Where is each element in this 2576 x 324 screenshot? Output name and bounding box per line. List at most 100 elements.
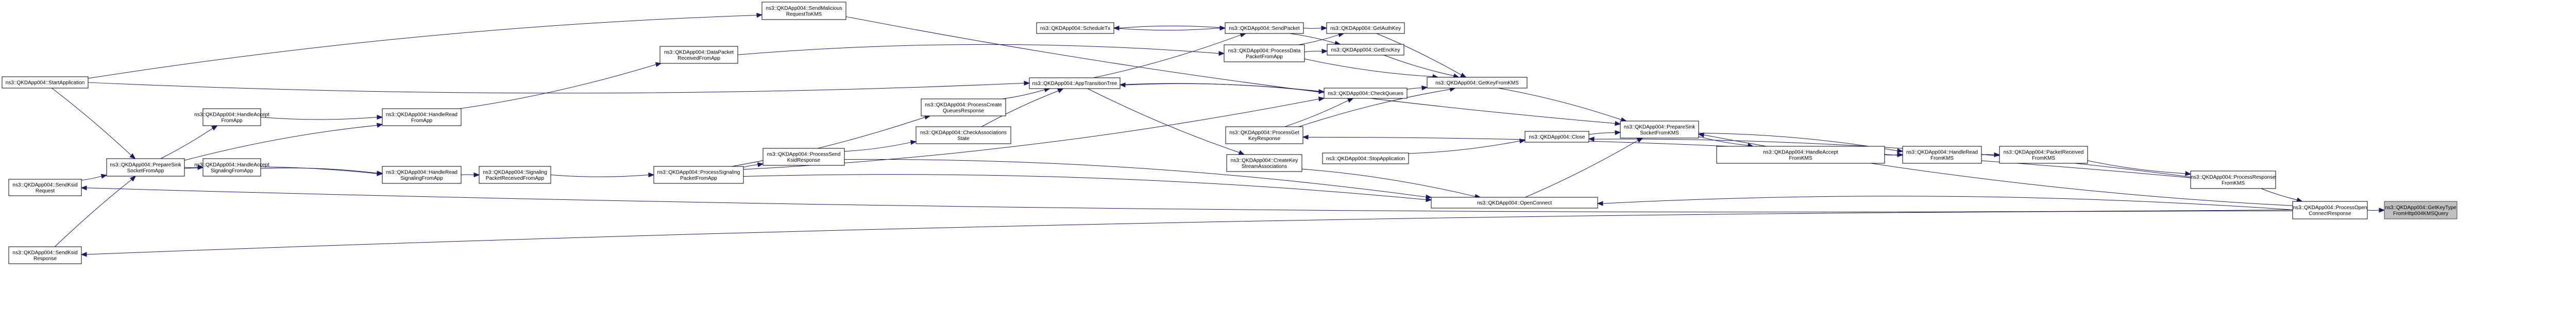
node-label: ns3::QKDApp004::PacketReceived bbox=[2004, 149, 2084, 155]
node-label: ns3::QKDApp004::Signaling bbox=[483, 169, 547, 175]
arrowhead-icon bbox=[655, 62, 662, 67]
edge-line bbox=[743, 174, 1427, 200]
node-label: ns3::QKDApp004::HandleAccept bbox=[1763, 149, 1838, 155]
arrowhead-icon bbox=[197, 165, 204, 170]
node-create-key-stream-associations[interactable]: ns3::QKDApp004::CreateKeyStreamAssociati… bbox=[1226, 154, 1302, 172]
node-label: ns3::QKDApp004::CheckAssociations bbox=[920, 130, 1007, 135]
edge-app-transition-tree-to-create-key-stream-associations bbox=[1087, 88, 1245, 155]
node-process-signaling-packet-from-app[interactable]: ns3::QKDApp004::ProcessSignalingPacketFr… bbox=[653, 166, 744, 184]
edge-line bbox=[1408, 141, 1520, 154]
node-label: ns3::QKDApp004::ProcessOpen bbox=[2293, 205, 2367, 211]
node-box bbox=[1029, 77, 1121, 89]
node-label: ns3::QKDApp004::HandleAccept bbox=[194, 162, 269, 168]
node-schedule-tx[interactable]: ns3::QKDApp004::ScheduleTx bbox=[1036, 22, 1114, 34]
edge-line bbox=[1118, 25, 1226, 28]
edge-check-queues-to-get-key-from-kms bbox=[1406, 85, 1428, 91]
node-label: ns3::QKDApp004::HandleAccept bbox=[194, 112, 269, 117]
node-box bbox=[1326, 22, 1405, 34]
edge-process-open-connect-response-to-send-ksid-request bbox=[80, 185, 2293, 213]
node-label: Response bbox=[33, 256, 57, 262]
edge-line bbox=[1376, 33, 1462, 76]
edge-create-key-stream-associations-to-open-connect bbox=[1301, 168, 1481, 199]
edge-line bbox=[1120, 83, 1319, 92]
arrowhead-icon bbox=[1321, 48, 1328, 54]
node-label: RequestToKMS bbox=[786, 11, 822, 17]
node-box bbox=[8, 246, 82, 264]
edge-schedule-tx-to-send-packet bbox=[1113, 25, 1226, 31]
node-label: ns3::QKDApp004::ProcessResponse bbox=[2191, 175, 2276, 180]
node-handle-accept-signaling-from-app[interactable]: ns3::QKDApp004::HandleAcceptSignalingFro… bbox=[194, 158, 269, 177]
edge-line bbox=[1304, 50, 1323, 53]
node-start-application[interactable]: ns3::QKDApp004::StartApplication bbox=[2, 76, 89, 89]
arrowhead-icon bbox=[473, 172, 480, 178]
edge-process-send-ksid-response-to-open-connect bbox=[844, 159, 1432, 200]
node-label: ns3::QKDApp004::CreateKey bbox=[1231, 158, 1298, 163]
edge-line bbox=[844, 159, 1427, 197]
edge-line bbox=[459, 64, 656, 109]
node-label: FromKMS bbox=[2032, 156, 2055, 161]
node-data-packet-received-from-app[interactable]: ns3::QKDApp004::DataPacketReceivedFromAp… bbox=[659, 46, 738, 64]
arrowhead-icon bbox=[80, 185, 87, 191]
node-app-transition-tree[interactable]: ns3::QKDApp004::AppTransitionTree bbox=[1029, 77, 1121, 89]
node-handle-read-signaling-from-app[interactable]: ns3::QKDApp004::HandleReadSignalingFromA… bbox=[382, 166, 462, 184]
node-send-packet[interactable]: ns3::QKDApp004::SendPacket bbox=[1225, 22, 1304, 34]
node-box bbox=[1327, 44, 1404, 56]
node-process-create-queues-response[interactable]: ns3::QKDApp004::ProcessCreateQueuesRespo… bbox=[921, 98, 1006, 116]
node-box bbox=[1716, 146, 1885, 164]
node-get-key-from-kms[interactable]: ns3::QKDApp004::GetKeyFromKMS bbox=[1427, 77, 1528, 89]
edge-send-packet-to-get-auth-key bbox=[1303, 25, 1328, 31]
edge-line bbox=[184, 125, 378, 161]
node-label: QueuesResponse bbox=[943, 108, 984, 114]
node-box bbox=[2384, 201, 2458, 219]
edge-line bbox=[160, 128, 213, 159]
arrowhead-icon bbox=[1057, 88, 1064, 93]
node-label: ns3::QKDApp004::ProcessData bbox=[1228, 48, 1301, 54]
arrowhead-icon bbox=[1426, 194, 1432, 200]
edge-close-to-prepare-sink-socket-from-kms bbox=[1588, 130, 1621, 135]
arrowhead-icon bbox=[2379, 208, 2385, 213]
node-label: SocketFromKMS bbox=[1640, 130, 1679, 136]
node-box bbox=[921, 98, 1006, 116]
edge-send-ksid-request-to-prepare-sink-socket-from-app bbox=[81, 174, 108, 181]
node-stop-application[interactable]: ns3::QKDApp004::StopApplication bbox=[1322, 152, 1409, 164]
edge-send-ksid-response-to-prepare-sink-socket-from-app bbox=[55, 176, 137, 247]
arrowhead-icon bbox=[1636, 138, 1643, 143]
node-close[interactable]: ns3::QKDApp004::Close bbox=[1524, 131, 1589, 143]
edge-handle-read-signaling-from-app-to-signaling-packet-received-from-app bbox=[461, 172, 480, 178]
node-box bbox=[106, 158, 185, 177]
node-box bbox=[8, 179, 82, 196]
node-box bbox=[2190, 170, 2276, 189]
arrowhead-icon bbox=[130, 176, 137, 182]
node-open-connect[interactable]: ns3::QKDApp004::OpenConnect bbox=[1431, 197, 1598, 209]
edge-send-packet-to-get-enc-key bbox=[1290, 33, 1341, 46]
node-box bbox=[1322, 152, 1409, 164]
node-label: ns3::QKDApp004::PrepareSink bbox=[1624, 124, 1696, 130]
node-send-malicious-request-to-kms[interactable]: ns3::QKDApp004::SendMaliciousRequestToKM… bbox=[761, 2, 846, 20]
node-get-auth-key[interactable]: ns3::QKDApp004::GetAuthKey bbox=[1326, 22, 1405, 34]
node-get-enc-key[interactable]: ns3::QKDApp004::GetEncKey bbox=[1327, 44, 1404, 56]
node-label: ns3::QKDApp004::CheckQueues bbox=[1328, 91, 1403, 97]
node-label: ns3::QKDApp004::ProcessGet bbox=[1229, 130, 1299, 135]
node-process-open-connect-response[interactable]: ns3::QKDApp004::ProcessOpenConnectRespon… bbox=[2292, 201, 2368, 219]
node-box bbox=[1431, 197, 1598, 209]
edge-prepare-sink-socket-from-app-to-handle-accept-from-app bbox=[160, 125, 218, 159]
arrowhead-icon bbox=[1615, 130, 1621, 135]
node-check-queues[interactable]: ns3::QKDApp004::CheckQueues bbox=[1324, 88, 1408, 99]
node-label: ns3::QKDApp004::ProcessCreate bbox=[925, 102, 1002, 108]
node-signaling-packet-received-from-app[interactable]: ns3::QKDApp004::SignalingPacketReceivedF… bbox=[479, 166, 551, 184]
node-get-key-type-from-http004-kms-query[interactable]: ns3::QKDApp004::GetKeyTypeFromHttp004KMS… bbox=[2384, 201, 2458, 219]
